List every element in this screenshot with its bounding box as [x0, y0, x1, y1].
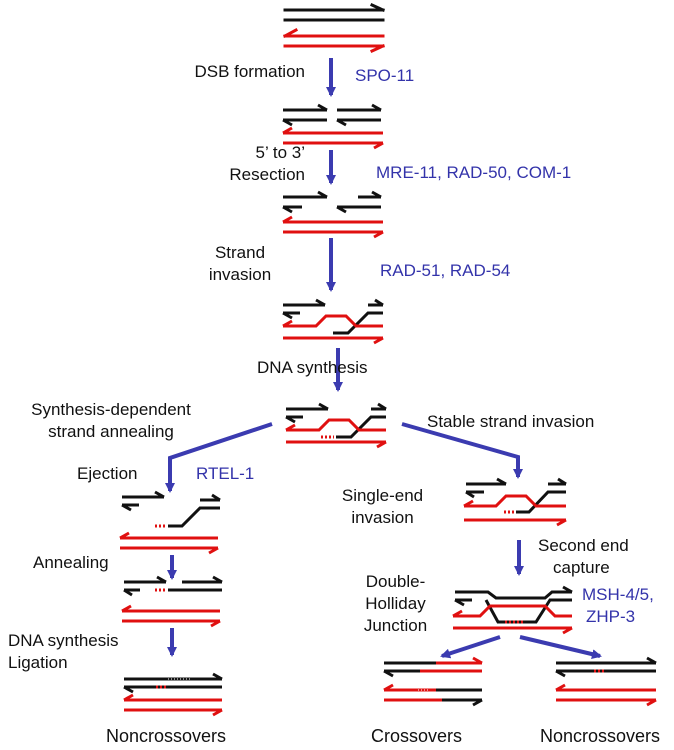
outcome-noncrossovers-left: Noncrossovers	[106, 726, 227, 746]
label-ejection: Ejection	[77, 464, 138, 483]
arrow-noncrossover	[519, 635, 602, 660]
dna-dsb	[282, 103, 384, 150]
protein-zhp3: ZHP-3	[586, 607, 636, 626]
protein-mre11-rad50-com1: MRE-11, RAD-50, COM-1	[376, 163, 572, 182]
label-invasion-line2: invasion	[208, 265, 272, 284]
label-annealing: Annealing	[33, 553, 109, 572]
protein-msh45: MSH-4/5,	[582, 585, 654, 604]
arrow-sdsa-branch	[165, 422, 273, 493]
label-strand-line1: Strand	[214, 243, 266, 262]
protein-rad51-rad54: RAD-51, RAD-54	[380, 261, 511, 280]
arrow-stable-branch	[401, 422, 523, 479]
label-single-end-line1: Single-end	[341, 486, 424, 505]
label-sdsa-line2: strand annealing	[48, 422, 174, 441]
label-second-end-line1: Second end	[538, 536, 629, 555]
dna-single-end	[463, 477, 567, 527]
label-single-end-line2: invasion	[351, 508, 414, 527]
dna-invasion	[282, 298, 384, 345]
dna-intact	[282, 3, 385, 53]
label-resection-line1: 5’ to 3’	[255, 143, 305, 162]
label-dna-synthesis: DNA synthesis	[257, 358, 368, 377]
label-dsb-formation: DSB formation	[194, 62, 305, 81]
dna-noncrossover-right	[555, 656, 657, 707]
arrow-crossover	[440, 635, 501, 659]
label-ligation-line2: Ligation	[8, 653, 68, 672]
dna-synthesis	[285, 402, 387, 449]
label-stable-strand-invasion: Stable strand invasion	[427, 412, 595, 431]
label-dhj-line3: Junction	[363, 616, 428, 635]
flow-arrows	[165, 58, 602, 660]
label-dhj-line2: Holliday	[365, 594, 426, 613]
label-sdsa-line1: Synthesis-dependent	[31, 400, 191, 419]
dna-ejection	[119, 490, 221, 555]
label-dhj-line1: Double-	[365, 572, 426, 591]
dna-ligated	[123, 672, 223, 717]
outcome-crossovers: Crossovers	[371, 726, 463, 746]
dna-resected	[282, 190, 384, 239]
dna-crossover	[383, 656, 483, 707]
label-ligation-line1: DNA synthesis	[8, 631, 119, 650]
protein-spo11: SPO-11	[355, 66, 415, 85]
label-second-end-line2: capture	[553, 558, 610, 577]
dna-annealing	[121, 575, 223, 628]
dna-dhj	[452, 585, 573, 635]
label-resection-line2: Resection	[229, 165, 305, 184]
protein-rtel1: RTEL-1	[196, 464, 255, 483]
outcome-noncrossovers-right: Noncrossovers	[540, 726, 661, 746]
